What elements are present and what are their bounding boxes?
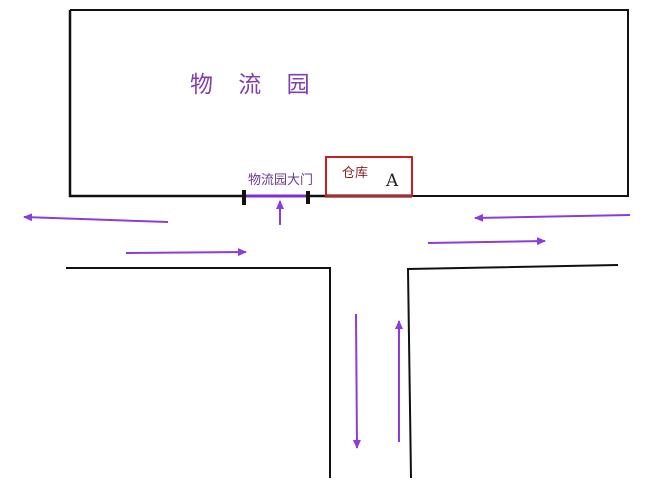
- road-edge-lower-left: [66, 267, 331, 478]
- warehouse-a-box: [325, 156, 413, 197]
- arrow-eastbound-left: [125, 248, 247, 257]
- gate-label: 物流园大门: [248, 173, 314, 188]
- arrow-southbound: [352, 313, 361, 449]
- warehouse-code-label: A: [386, 171, 399, 191]
- park-name-label: 物 流 园: [190, 72, 319, 98]
- arrow-westbound-left: [23, 213, 169, 223]
- warehouse-label: 仓库: [342, 166, 369, 181]
- park-boundary: [70, 9, 629, 197]
- park-boundary-left: [68, 10, 246, 198]
- road-edge-lower-right: [406, 264, 619, 479]
- arrow-eastbound-right: [427, 237, 546, 246]
- arrow-westbound-right: [474, 213, 631, 222]
